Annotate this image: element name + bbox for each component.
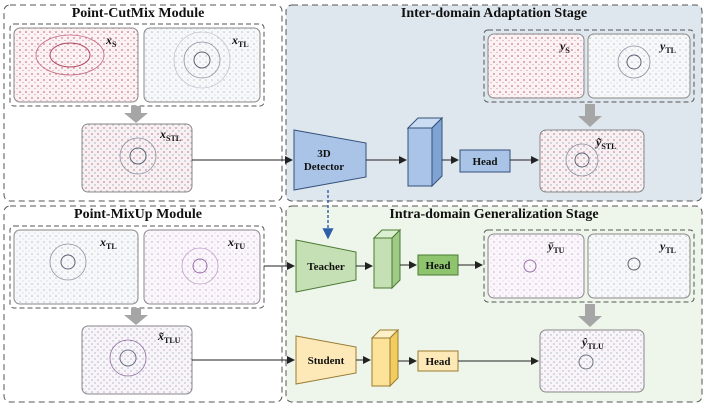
head-label-teacher: Head (425, 260, 450, 272)
cutmix-inputs-group (9, 23, 265, 107)
detector-feature-cube (406, 116, 444, 188)
xtl-label: xTL (231, 33, 249, 49)
xs-pointcloud (13, 27, 139, 103)
teacher-label: Teacher (307, 261, 345, 273)
xstl-pointcloud (81, 123, 193, 193)
down-arrow-cutmix (124, 106, 148, 123)
mixup-title: Point-MixUp Module (74, 207, 202, 222)
ys-label: yS (558, 39, 570, 55)
detector-block (293, 129, 367, 191)
xtl-pointcloud (143, 27, 261, 103)
ytl-label: yTL (658, 39, 676, 55)
ys-pointcloud (487, 33, 585, 99)
head-label-student: Head (425, 356, 450, 368)
down-arrow-mixup (124, 308, 148, 325)
intra-title: Intra-domain Generalization Stage (389, 207, 598, 222)
head-label-inter: Head (472, 156, 497, 168)
ytl-pointcloud (587, 33, 691, 99)
xtu-pointcloud (143, 229, 261, 305)
down-arrow-inter (578, 104, 602, 127)
xtl2-pointcloud (13, 229, 139, 305)
student-label: Student (308, 355, 345, 367)
detector-line1: 3D (317, 148, 331, 160)
cutmix-title: Point-CutMix Module (72, 6, 205, 21)
xtl2-label: xTL (99, 235, 117, 251)
teacher-block (295, 239, 357, 293)
student-feature-cube (370, 328, 400, 388)
teacher-feature-cube (372, 228, 402, 290)
xtlu-pointcloud (81, 325, 193, 395)
ytl2-label: yTL (658, 239, 676, 255)
intra-labels-group (483, 229, 695, 303)
ystl-pointcloud (539, 129, 645, 193)
xs-label: xS (105, 33, 117, 49)
head-block-inter (459, 149, 511, 173)
ystl-label: ỹSTL (594, 135, 616, 151)
inter-title: Inter-domain Adaptation Stage (401, 6, 587, 21)
student-block (295, 335, 357, 385)
inter-labels-group (483, 29, 695, 103)
down-arrow-intra (578, 304, 602, 327)
xtu-label: xTU (227, 235, 245, 251)
xtlu-label: x̃TLU (157, 329, 181, 345)
ytu-pointcloud (487, 233, 585, 299)
detector-line2: Detector (304, 161, 344, 173)
ytu-label: ȳTU (546, 239, 565, 255)
ytlu-label: ŷTLU (580, 335, 604, 351)
mixup-inputs-group (9, 225, 265, 309)
ytl2-pointcloud (587, 233, 691, 299)
ytlu-pointcloud (539, 329, 645, 393)
xstl-label: xSTL (159, 127, 181, 143)
